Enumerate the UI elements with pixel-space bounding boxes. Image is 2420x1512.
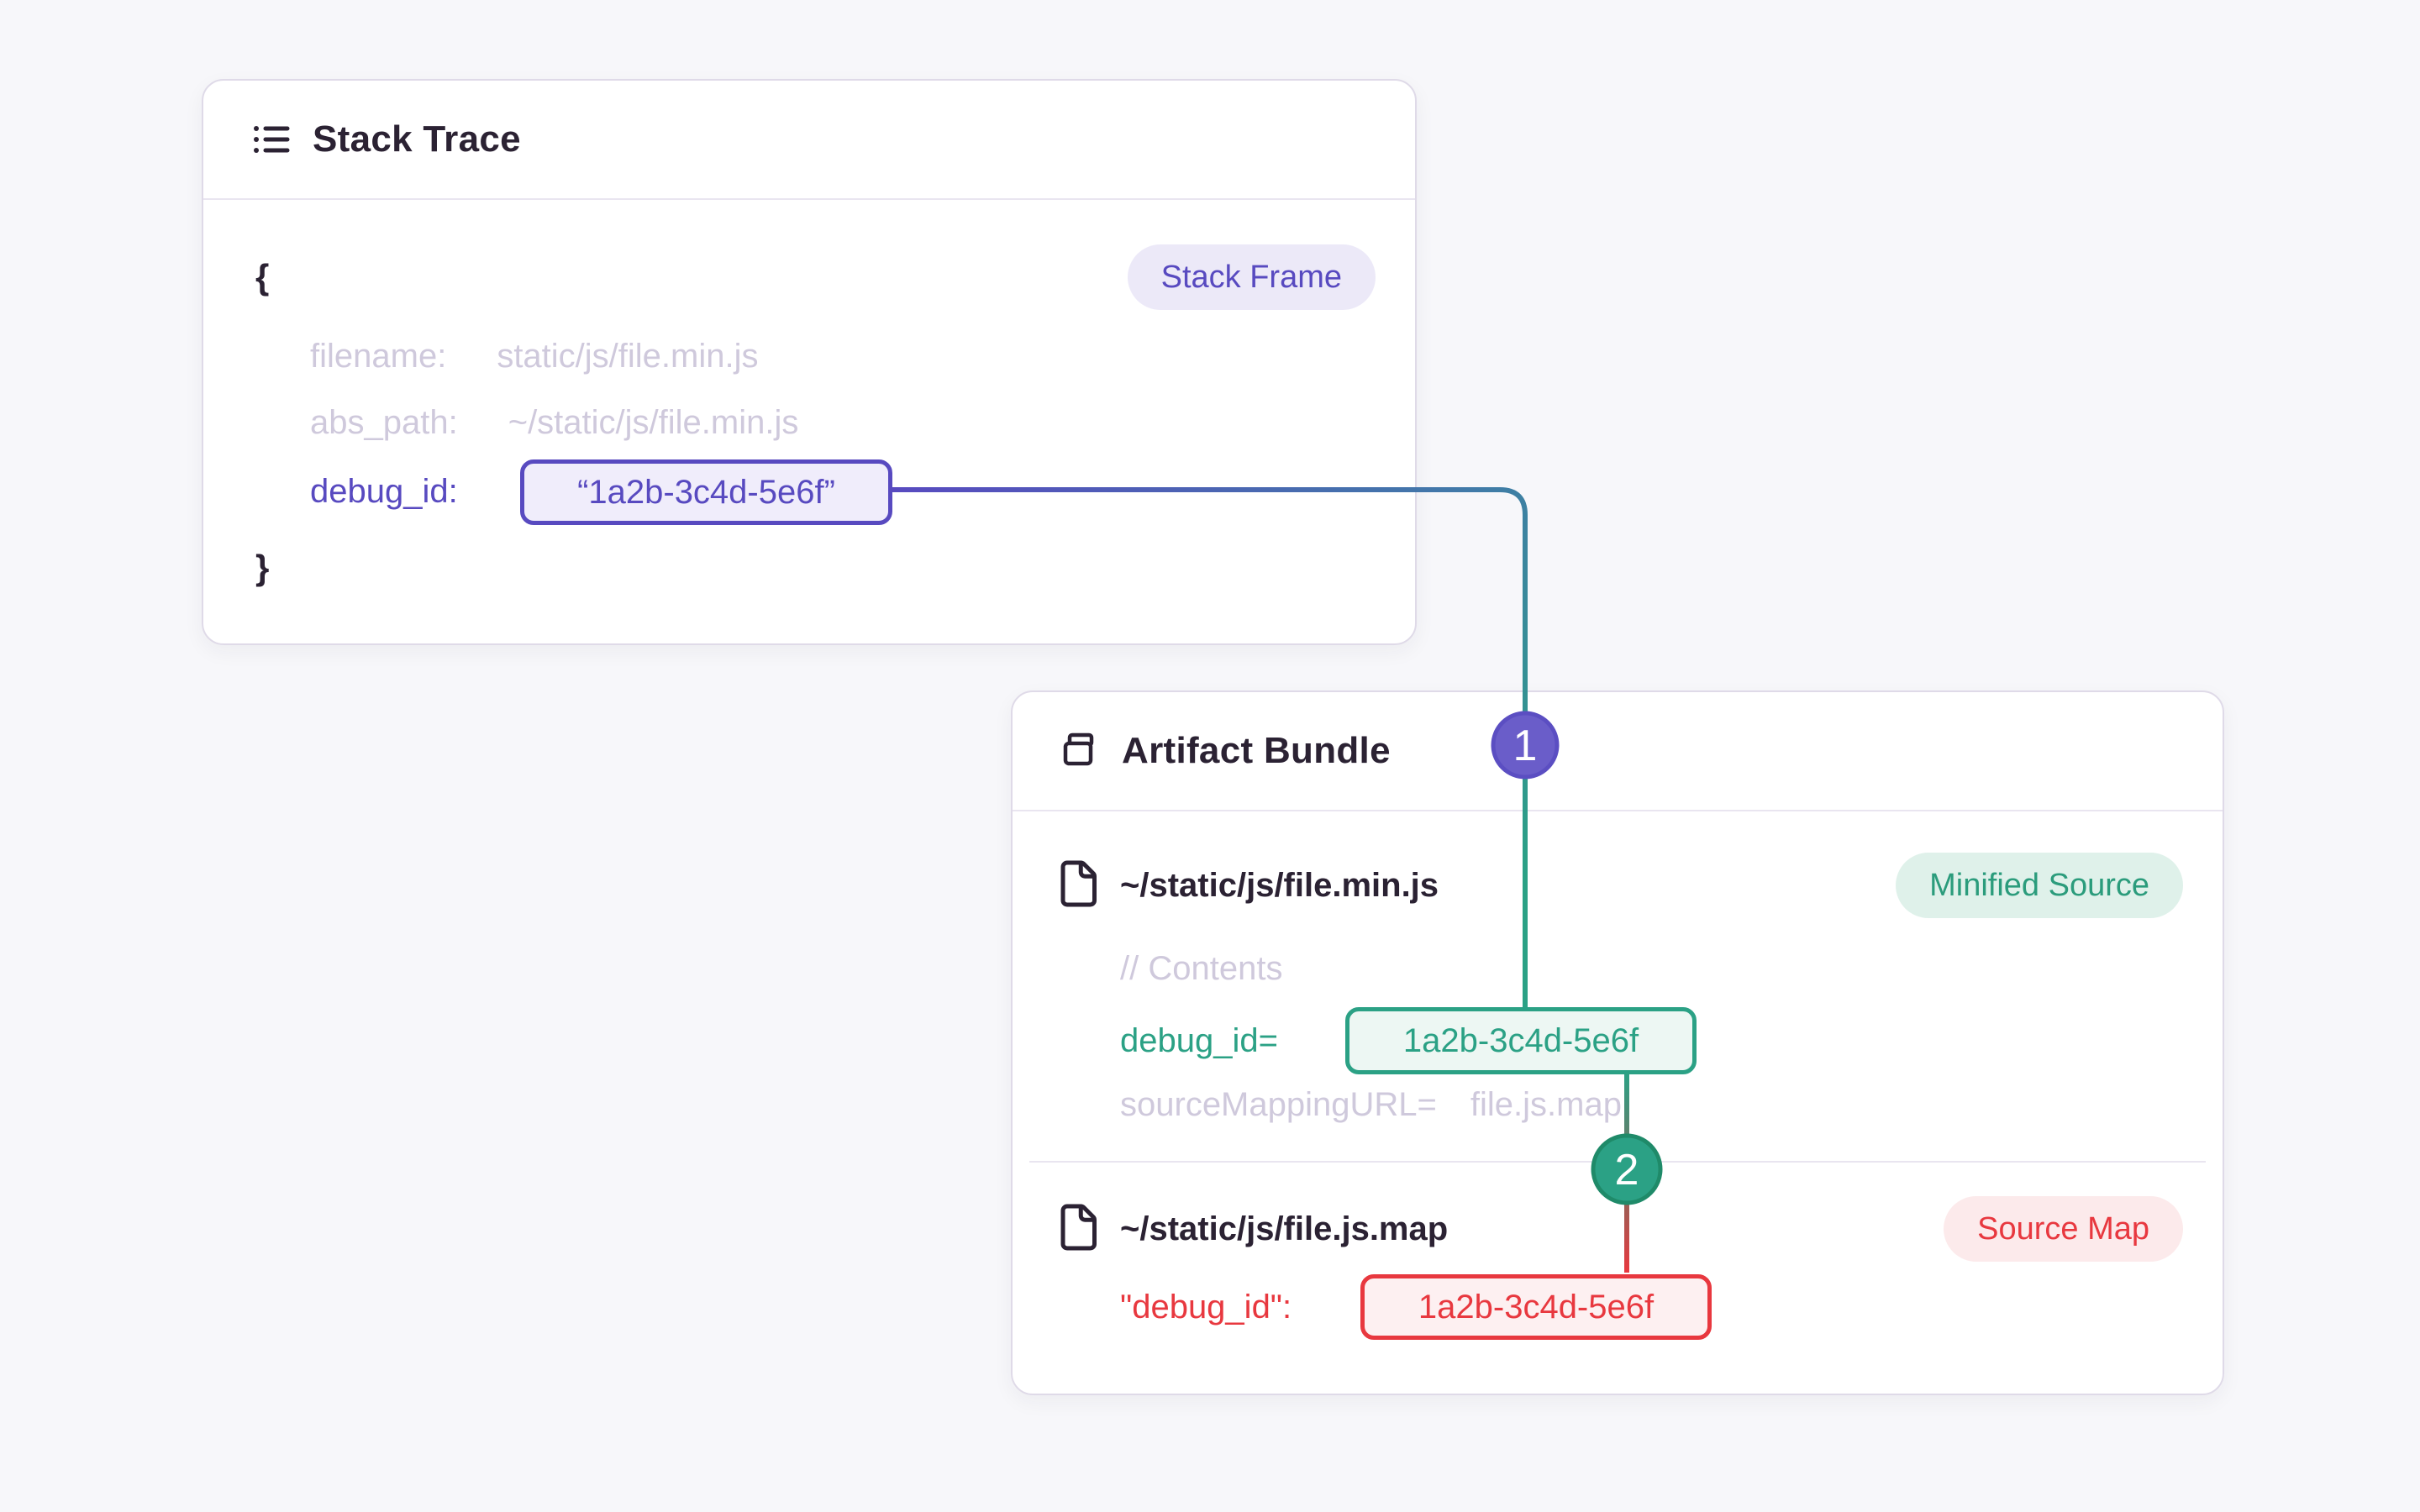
contents-comment: // Contents [1120, 950, 1283, 987]
archive-icon [1060, 731, 1100, 771]
stack-trace-header: Stack Trace [203, 81, 1415, 200]
brace-open: { [255, 257, 270, 297]
minified-source-badge: Minified Source [1896, 853, 2183, 918]
abs-path-value: ~/static/js/file.min.js [508, 404, 799, 441]
artifact-bundle-title: Artifact Bundle [1122, 730, 1391, 771]
file-icon [1058, 1202, 1102, 1257]
bundle-debug-id-chip: 1a2b-3c4d-5e6f [1345, 1007, 1697, 1074]
list-icon [250, 119, 291, 160]
stack-trace-title: Stack Trace [313, 118, 521, 160]
filename-row: filename: static/js/file.min.js [310, 333, 758, 380]
filename-label: filename: [310, 338, 447, 375]
map-debug-id-chip: 1a2b-3c4d-5e6f [1360, 1274, 1712, 1340]
stack-trace-card: Stack Trace { Stack Frame filename: stat… [202, 79, 1417, 645]
bundle-debug-id-label: debug_id= [1120, 1022, 1278, 1059]
artifact-bundle-header: Artifact Bundle [1013, 692, 2223, 811]
artifact-bundle-card: Artifact Bundle ~/static/js/file.min.js … [1011, 690, 2224, 1395]
source-mapping-url-value: file.js.map [1470, 1086, 1622, 1123]
minified-file-name: ~/static/js/file.min.js [1120, 867, 1439, 904]
source-map-badge: Source Map [1944, 1196, 2183, 1262]
source-mapping-url-label: sourceMappingURL= [1120, 1086, 1437, 1123]
filename-value: static/js/file.min.js [497, 338, 759, 375]
abs-path-row: abs_path: ~/static/js/file.min.js [310, 399, 798, 446]
map-debug-id-label: "debug_id": [1120, 1289, 1292, 1326]
source-mapping-row: sourceMappingURL= file.js.map [1120, 1081, 1622, 1128]
file-icon [1058, 858, 1102, 913]
stack-frame-badge: Stack Frame [1127, 244, 1376, 310]
row-divider [1029, 1161, 2206, 1163]
sourcemap-file-name: ~/static/js/file.js.map [1120, 1210, 1449, 1247]
brace-close: } [255, 548, 270, 587]
stack-debug-id-chip: “1a2b-3c4d-5e6f” [520, 459, 892, 525]
abs-path-label: abs_path: [310, 404, 458, 441]
stack-debug-id-label: debug_id: [310, 473, 458, 510]
